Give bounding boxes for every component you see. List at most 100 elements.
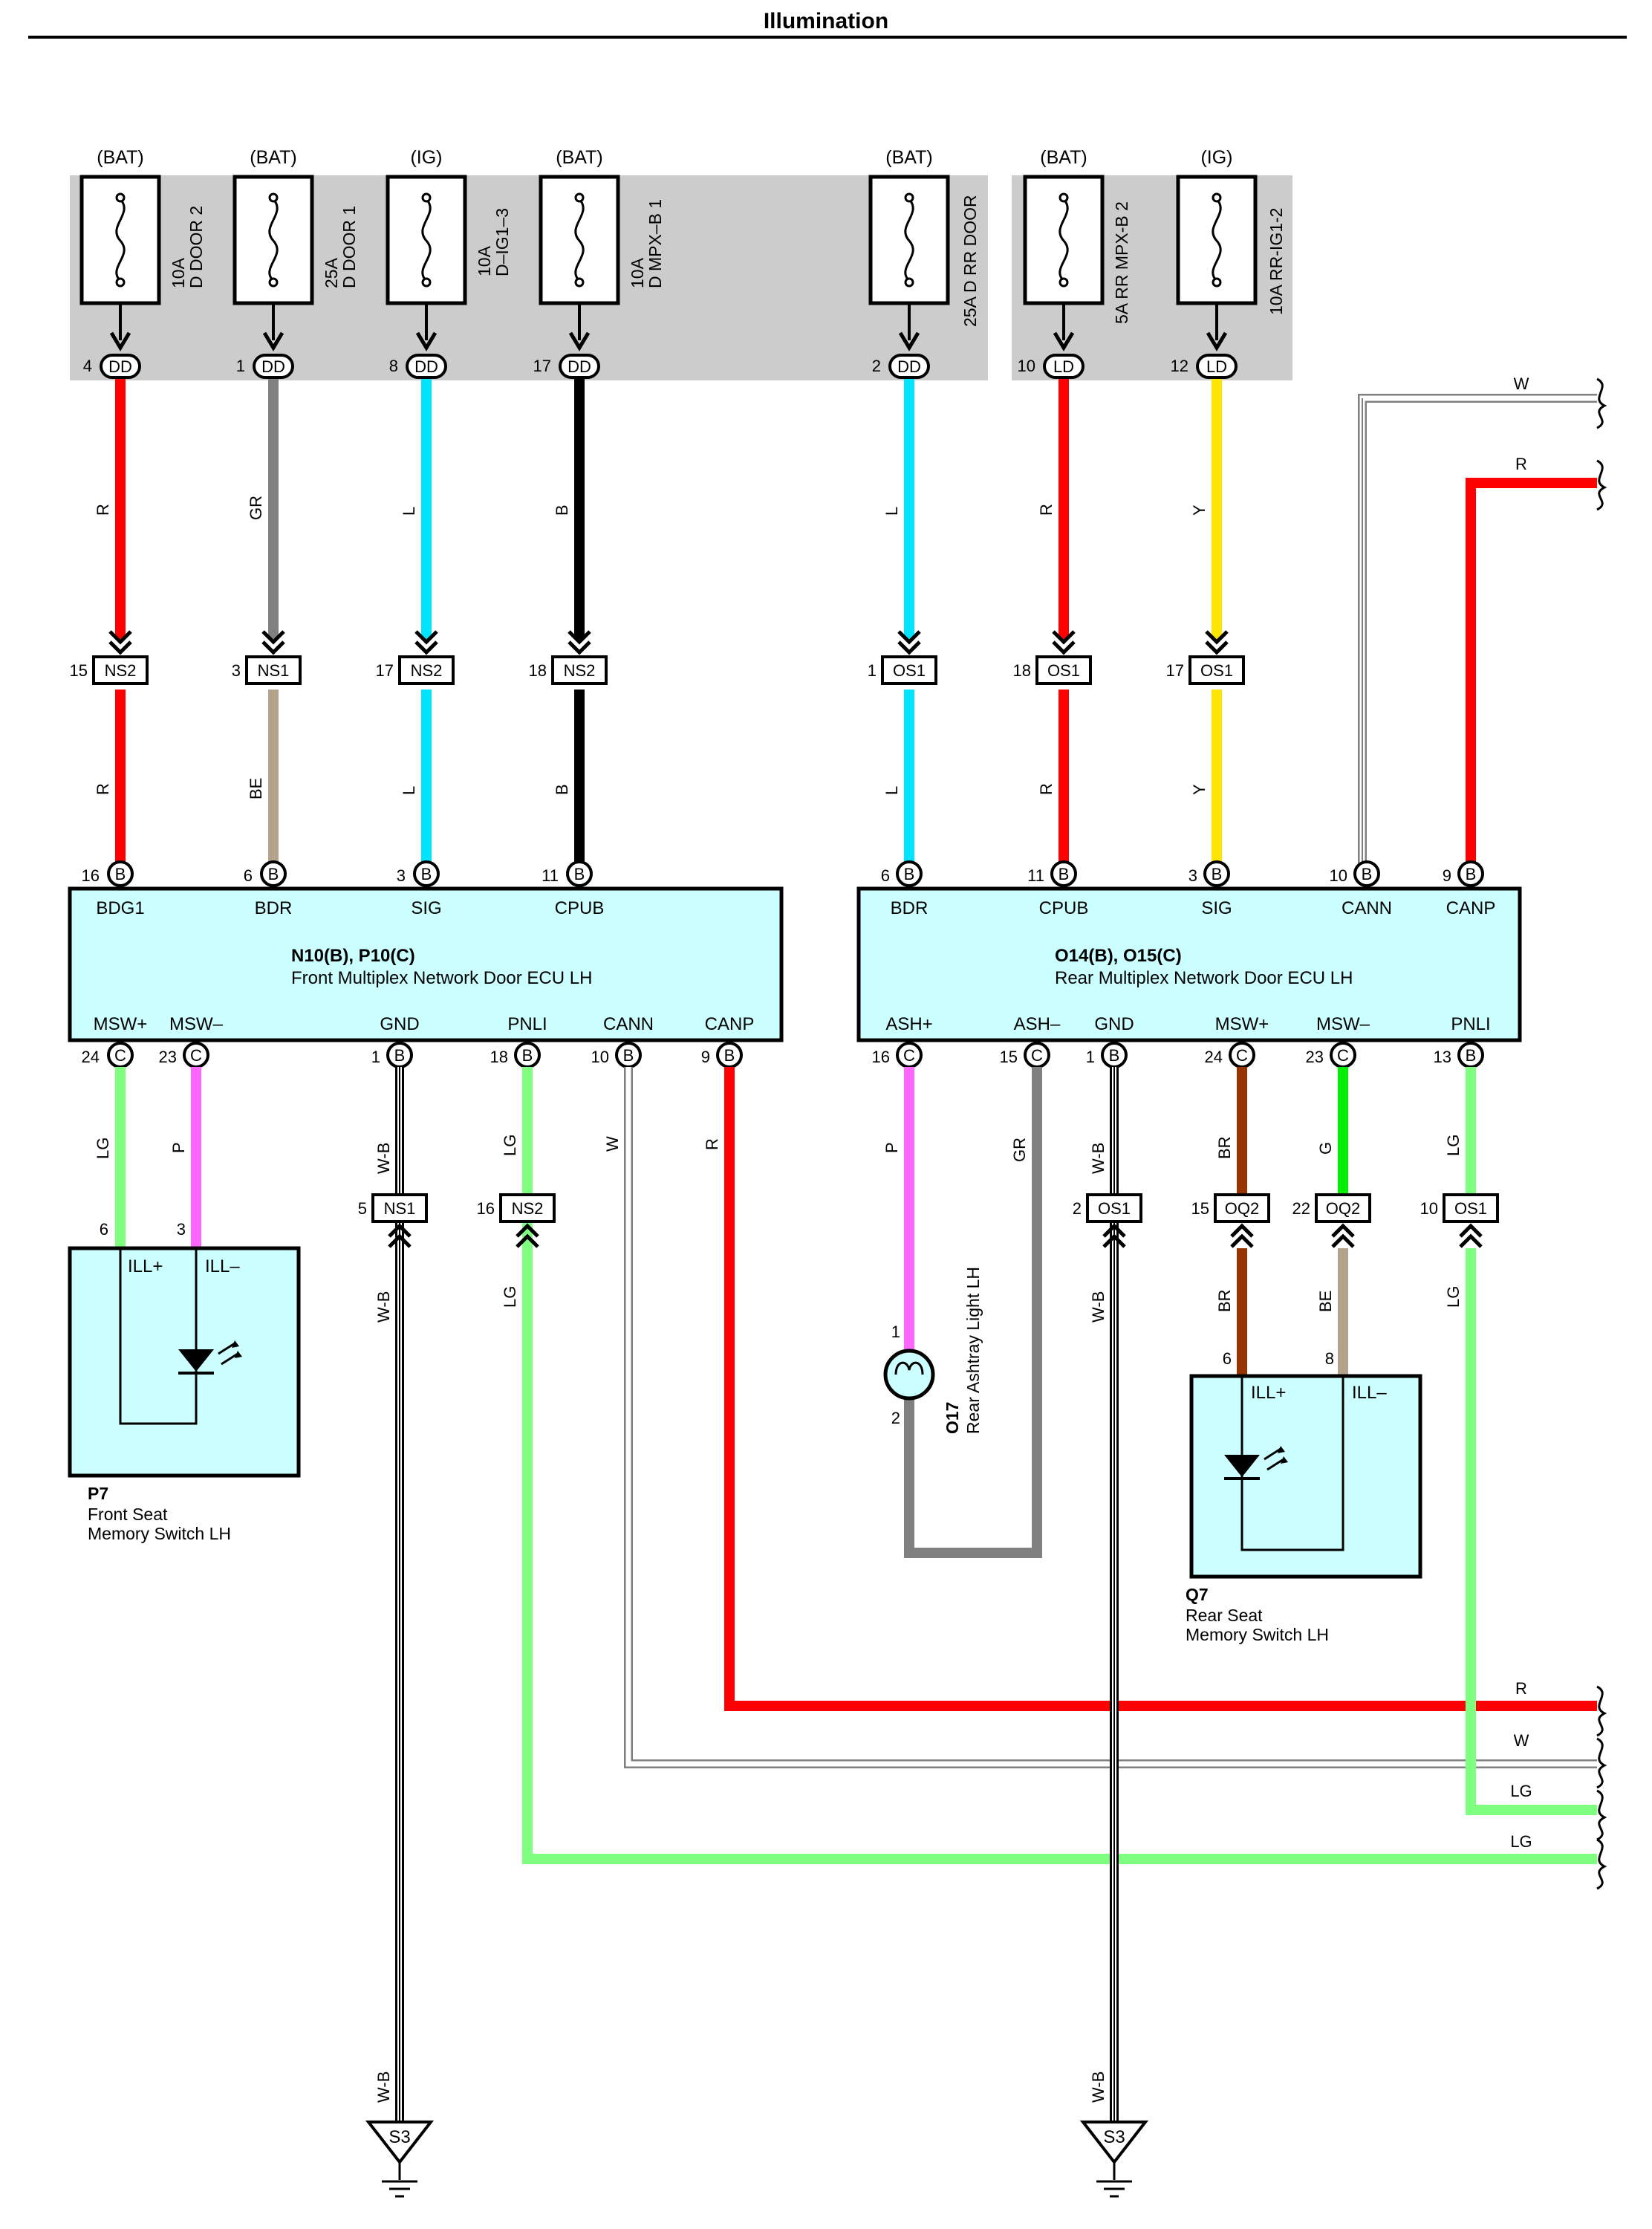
pin-conn: C xyxy=(1236,1046,1248,1065)
wire-color-label: L xyxy=(882,507,901,516)
pin-label: 6 xyxy=(1223,1349,1232,1368)
pin-label: 3 xyxy=(397,866,406,885)
ground-right: S3 xyxy=(1079,2121,1149,2198)
can-wires-top: W R xyxy=(1358,374,1607,863)
pin-label: 6 xyxy=(244,866,253,885)
pin-conn: B xyxy=(421,865,432,883)
fuse-4: (BAT) 10AD MPX–B 1 17 DD xyxy=(533,147,665,379)
pin-label: 2 xyxy=(891,1409,900,1427)
connector-label: DD xyxy=(897,357,921,376)
pin-label: 10 xyxy=(1018,357,1035,375)
p7-front-seat-memory-switch: ILL+ ILL– P7 Front Seat Memory Switch LH xyxy=(68,1246,301,1543)
pin-label: 13 xyxy=(1434,1048,1451,1066)
lower-right-edge: R W LG LG xyxy=(1510,1679,1607,1890)
terminal-label: CANN xyxy=(603,1014,654,1034)
pin-conn: B xyxy=(522,1046,533,1065)
component-name: Memory Switch LH xyxy=(1186,1625,1329,1644)
pin-label: 15 xyxy=(1191,1199,1209,1218)
connector-label: NS2 xyxy=(564,661,596,680)
wire-color-label: W xyxy=(603,1136,622,1152)
wire-color-label: LG xyxy=(1444,1286,1463,1308)
terminal-label: BDR xyxy=(891,898,929,918)
connector-label: OQ2 xyxy=(1326,1199,1360,1218)
terminal-label: MSW+ xyxy=(94,1014,148,1034)
pin-label: 1 xyxy=(236,357,245,375)
wire-color-label: R xyxy=(1515,1679,1527,1698)
front-ecu-top-pins: B 16 BDG1 B 6 BDR B 3 SIG B 11 CPUB xyxy=(82,860,604,918)
fuse-supply: (IG) xyxy=(1200,147,1232,168)
wire-color-label: LG xyxy=(501,1135,519,1156)
fuse-panel-dd xyxy=(70,175,988,380)
terminal-label: GND xyxy=(1094,1014,1134,1034)
terminal-label: ASH+ xyxy=(885,1014,932,1034)
svg-text:10AD DOOR 2: 10AD DOOR 2 xyxy=(169,206,206,288)
wire-color-label: P xyxy=(882,1142,901,1153)
terminal-label: BDR xyxy=(255,898,293,918)
pin-label: 6 xyxy=(881,866,890,885)
fuse-2: (BAT) 25AD DOOR 1 1 DD xyxy=(232,147,359,379)
pin-label: 23 xyxy=(159,1048,177,1066)
pin-label: 16 xyxy=(477,1199,495,1218)
pin-label: 2 xyxy=(1073,1199,1082,1218)
wire-color-label: W-B xyxy=(1089,1291,1108,1323)
wire-color-label: LG xyxy=(501,1286,519,1308)
pin-label: 24 xyxy=(82,1048,100,1066)
fuse-3: (IG) 10AD–IG1–3 8 DD xyxy=(386,147,512,379)
wire-color-label: W xyxy=(1514,1731,1529,1750)
pin-label: 16 xyxy=(872,1048,890,1066)
component-code: O17 xyxy=(943,1402,962,1434)
wire-color-label: W-B xyxy=(374,1291,393,1323)
connector-label: NS2 xyxy=(512,1199,544,1218)
pin-label: 18 xyxy=(1013,661,1031,680)
wire-color-label: GR xyxy=(1010,1138,1029,1162)
led-icon xyxy=(1224,1446,1288,1480)
fuse-7: (IG) 10A RR-IG1-2 12 LD xyxy=(1171,147,1286,379)
terminal-label: CANP xyxy=(705,1014,755,1034)
wire-color-label: LG xyxy=(94,1138,112,1159)
pin-conn: B xyxy=(394,1046,406,1065)
pin-label: 23 xyxy=(1306,1048,1324,1066)
wire-color-label: L xyxy=(400,507,418,516)
pin-label: 17 xyxy=(376,661,394,680)
terminal-label: GND xyxy=(380,1014,419,1034)
bulb-icon xyxy=(894,1361,924,1375)
wire-color-label: G xyxy=(1316,1142,1335,1155)
component-name: Rear Seat xyxy=(1186,1606,1263,1625)
component-name: Memory Switch LH xyxy=(88,1524,231,1543)
component-code: Q7 xyxy=(1186,1585,1209,1604)
pin-conn: B xyxy=(115,865,126,883)
connector-label: OS1 xyxy=(893,661,926,680)
terminal-label: MSW– xyxy=(169,1014,224,1034)
terminal-label: SIG xyxy=(411,898,441,918)
wire-color-label: W xyxy=(1514,374,1529,393)
connector-label: OS1 xyxy=(1200,661,1233,680)
page-title: Illumination xyxy=(764,9,888,33)
front-lower-wiring: LG 6 P 3 W-B W-B W-B LG LG W R xyxy=(94,1067,1597,2125)
wire-color-label: BR xyxy=(1215,1289,1234,1312)
component-name: Front Seat xyxy=(88,1505,168,1524)
pin-label: 10 xyxy=(1330,866,1347,885)
connector-label: LD xyxy=(1206,357,1227,376)
front-ecu-name: Front Multiplex Network Door ECU LH xyxy=(291,968,592,988)
wire-color-label: R xyxy=(94,504,112,516)
pin-label: 11 xyxy=(1027,866,1044,885)
wire-color-label: R xyxy=(703,1138,721,1150)
wire-color-label: W-B xyxy=(1089,1143,1108,1174)
pin-conn: B xyxy=(1212,865,1223,883)
terminal-label: PNLI xyxy=(1451,1014,1490,1034)
component-name: Rear Ashtray Light LH xyxy=(963,1267,983,1434)
pin-conn: B xyxy=(1109,1046,1120,1065)
connector-label: DD xyxy=(414,357,438,376)
wire-color-label: BE xyxy=(247,778,265,799)
rear-ecu-name: Rear Multiplex Network Door ECU LH xyxy=(1055,968,1353,988)
pin-label: 18 xyxy=(490,1048,508,1066)
connector-label: OS1 xyxy=(1454,1199,1487,1218)
ground-label: S3 xyxy=(1103,2127,1125,2147)
fuse-supply: (BAT) xyxy=(1040,147,1087,168)
terminal-label: CANN xyxy=(1342,898,1392,918)
pin-conn: B xyxy=(1058,865,1070,883)
pin-conn: C xyxy=(190,1046,202,1065)
pin-label: 1 xyxy=(891,1323,900,1341)
pin-label: 5 xyxy=(358,1199,367,1218)
connector-label: LD xyxy=(1053,357,1074,376)
